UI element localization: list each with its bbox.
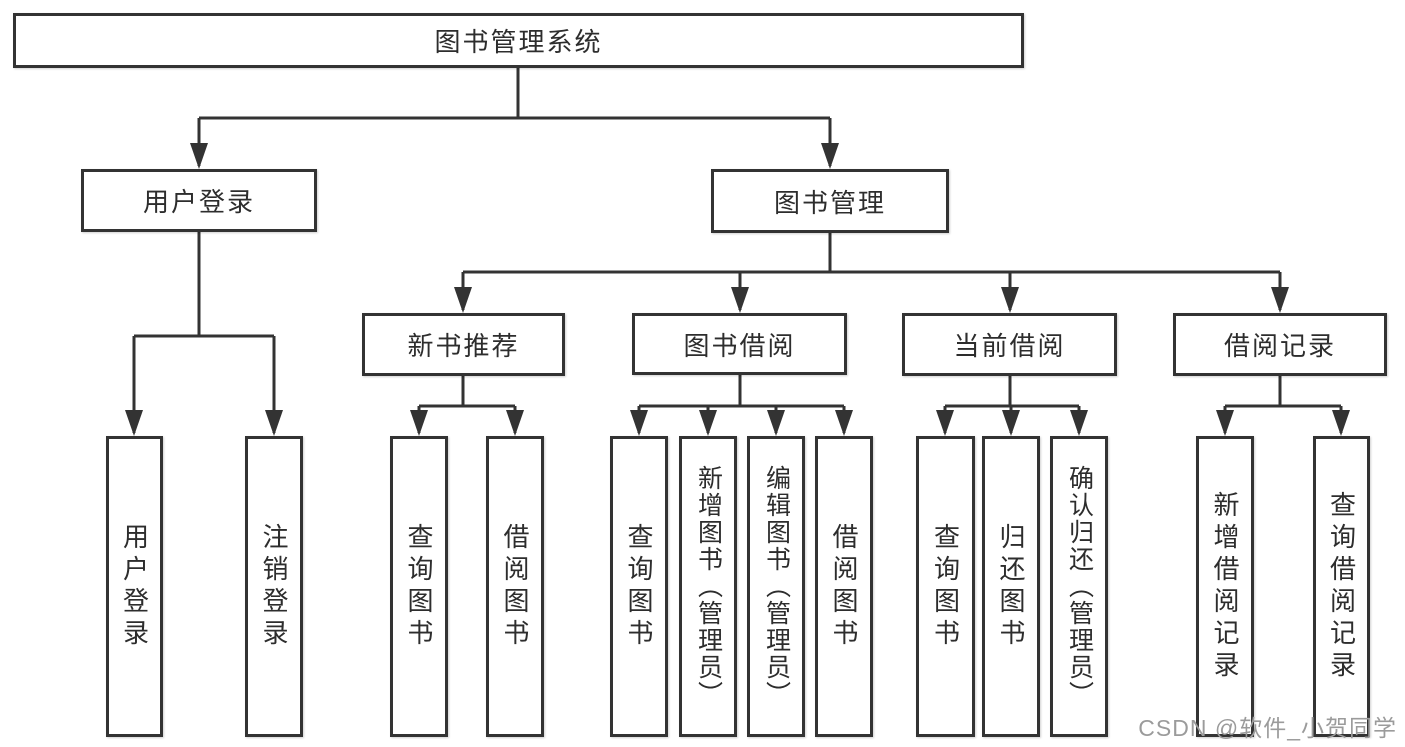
node-book-borrow-label: 图书借阅 <box>683 330 796 361</box>
node-book-management: 图书管理 <box>711 169 949 233</box>
leaf-logout: 注销登录 <box>245 436 303 737</box>
leaf-add-books-admin-label: 新增图书（管理员） <box>694 465 723 708</box>
leaf-query-books-2-label: 查询图书 <box>624 522 654 651</box>
node-current-borrow-label: 当前借阅 <box>953 331 1066 361</box>
node-new-book-recommend: 新书推荐 <box>362 313 565 376</box>
node-book-management-label: 图书管理 <box>773 187 886 218</box>
leaf-user-login: 用户登录 <box>106 436 163 737</box>
leaf-return-books-label: 归还图书 <box>996 522 1026 651</box>
leaf-query-books-1-label: 查询图书 <box>404 522 434 651</box>
leaf-add-books-admin: 新增图书（管理员） <box>679 436 737 737</box>
leaf-query-books-3-label: 查询图书 <box>930 522 961 651</box>
node-current-borrow: 当前借阅 <box>902 313 1117 376</box>
leaf-query-books-2: 查询图书 <box>610 436 668 737</box>
leaf-borrow-books-2: 借阅图书 <box>815 436 873 737</box>
leaf-borrow-books-1-label: 借阅图书 <box>500 522 530 651</box>
leaf-confirm-return-admin: 确认归还（管理员） <box>1050 436 1108 737</box>
node-user-login-label: 用户登录 <box>142 187 255 217</box>
leaf-query-borrow-record: 查询借阅记录 <box>1313 436 1370 737</box>
leaf-borrow-books-1: 借阅图书 <box>486 436 544 737</box>
leaf-logout-label: 注销登录 <box>259 522 289 651</box>
arrowheads <box>125 143 1350 436</box>
leaf-confirm-return-admin-label: 确认归还（管理员） <box>1065 465 1094 708</box>
node-user-login: 用户登录 <box>81 169 317 232</box>
leaf-query-books-1: 查询图书 <box>390 436 448 737</box>
node-root-label: 图书管理系统 <box>434 27 603 57</box>
leaf-add-borrow-record: 新增借阅记录 <box>1196 436 1254 737</box>
node-root: 图书管理系统 <box>13 13 1024 68</box>
leaf-edit-books-admin: 编辑图书（管理员） <box>747 436 805 737</box>
leaf-query-borrow-record-label: 查询借阅记录 <box>1326 490 1357 683</box>
node-new-book-recommend-label: 新书推荐 <box>407 331 520 361</box>
leaf-borrow-books-2-label: 借阅图书 <box>829 522 859 651</box>
leaf-user-login-label: 用户登录 <box>119 522 150 651</box>
node-borrow-records: 借阅记录 <box>1173 313 1387 376</box>
node-borrow-records-label: 借阅记录 <box>1223 331 1336 361</box>
leaf-query-books-3: 查询图书 <box>916 436 975 737</box>
leaf-return-books: 归还图书 <box>982 436 1040 737</box>
leaf-add-borrow-record-label: 新增借阅记录 <box>1210 490 1240 683</box>
leaf-edit-books-admin-label: 编辑图书（管理员） <box>762 465 791 708</box>
csdn-watermark: CSDN @软件_小贺同学 <box>1138 715 1397 741</box>
node-book-borrow: 图书借阅 <box>632 313 847 375</box>
